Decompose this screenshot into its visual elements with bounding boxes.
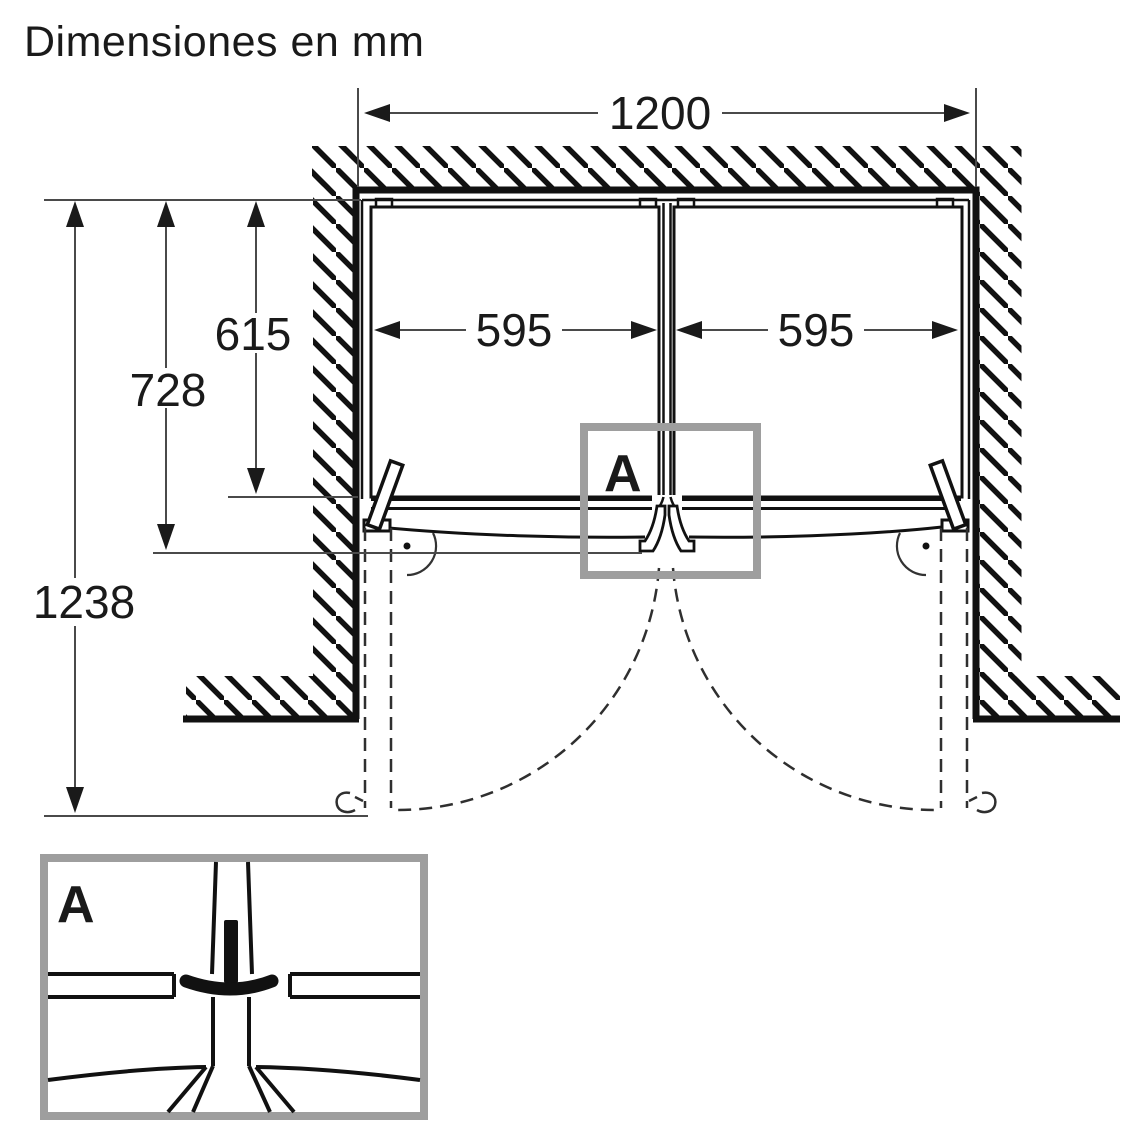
open-door-swing — [335, 528, 997, 814]
right-hinge-lever — [928, 458, 970, 533]
mullion-foot-assembly — [638, 495, 696, 553]
dimension-annotations: 1200 595 595 615 728 — [33, 87, 977, 817]
hinge-pivots — [403, 532, 930, 577]
page-title: Dimensiones en mm — [24, 18, 424, 66]
left-door-gasket-curve — [377, 525, 646, 539]
detail-view: A — [40, 854, 428, 1120]
dim-total-width: 1200 — [364, 87, 970, 139]
dim-depth-door-open: 1238 — [33, 201, 135, 813]
left-door-swing-arc — [396, 567, 661, 812]
niche-walls — [183, 146, 1120, 723]
dim-left-door-width: 595 — [374, 304, 657, 356]
dim-label-depth-door-open: 1238 — [33, 576, 135, 628]
right-door — [672, 205, 964, 499]
dim-label-depth-with-door: 728 — [130, 364, 207, 416]
left-door-open-outline — [363, 528, 393, 808]
detail-seal-profile — [179, 920, 279, 996]
left-door — [369, 205, 661, 499]
door-top-hinge-tabs — [374, 197, 955, 209]
dim-label-left-door-width: 595 — [476, 304, 553, 356]
dim-label-depth-body: 615 — [215, 308, 292, 360]
appliance-cabinet — [360, 197, 971, 577]
right-door-open-outline — [939, 528, 969, 808]
right-door-swing-arc — [671, 567, 936, 812]
dim-label-total-width: 1200 — [609, 87, 711, 139]
detail-callout: A — [580, 423, 761, 579]
center-mullion — [662, 203, 672, 499]
right-door-gasket-curve — [688, 525, 943, 539]
detail-mullion-seal-drawing — [47, 861, 421, 1114]
left-door-handle-mark — [335, 791, 364, 814]
detail-view-label: A — [57, 876, 95, 934]
dim-depth-with-door: 728 — [130, 201, 207, 550]
dim-label-right-door-width: 595 — [778, 304, 855, 356]
left-hinge-lever — [362, 458, 405, 533]
dim-depth-body: 615 — [215, 201, 292, 494]
right-door-handle-mark — [968, 791, 997, 814]
dim-right-door-width: 595 — [676, 304, 958, 356]
detail-callout-label: A — [604, 445, 642, 503]
